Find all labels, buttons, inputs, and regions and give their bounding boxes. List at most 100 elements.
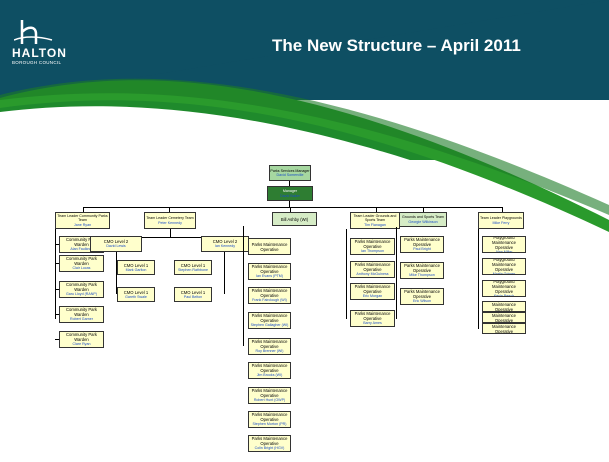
- box-community-warden-2-person: Clair Lucas: [72, 266, 91, 271]
- connector-horizontal: [83, 207, 503, 208]
- box-parks-operative-a3-title: Parks Maintenance Operative: [251, 288, 288, 299]
- connector-col1-branch: [55, 289, 59, 290]
- header-swoosh: [0, 0, 609, 160]
- box-community-warden-4-person: Robert Garner: [70, 317, 93, 322]
- box-cmo-right-1-person: Ian Kennedy: [214, 244, 236, 249]
- connector-col2-left-b1: [116, 267, 117, 268]
- box-community-warden-5-person: Clare Ryan: [72, 342, 91, 347]
- green-swoosh: [0, 78, 609, 233]
- connector-drop-3: [290, 207, 291, 212]
- box-parks-operative-a2-person: Ian Evans (PTM): [256, 274, 283, 279]
- box-parks-operative-b3-person: Eric Morgan: [362, 294, 383, 299]
- box-playground-operative-2-person: Martin Grimes: [492, 271, 516, 275]
- box-parks-operative-a1-title: Parks Maintenance Operative: [251, 241, 288, 252]
- box-head-playgrounds-title: Team Leader Playgrounds: [480, 216, 522, 221]
- connector-col2-right-vertical: [224, 252, 225, 294]
- connector-col1-branch: [55, 244, 59, 245]
- box-community-warden-1-title: Community Park Warden: [66, 237, 97, 248]
- box-parks-operative-b4-title: Parks Maintenance Operative: [354, 311, 391, 322]
- box-parks-operative-a7-title: Parks Maintenance Operative: [251, 388, 288, 399]
- connector-col5-vertical: [396, 227, 397, 319]
- box-parks-operative-a6-title: Parks Maintenance Operative: [251, 363, 288, 374]
- box-community-warden-5-title: Community Park Warden: [66, 332, 97, 343]
- box-head-grounds-sports-title: Team Leader Grounds and Sports Team: [353, 214, 397, 223]
- box-head-playgrounds-person: Mike Ferry: [492, 220, 510, 225]
- box-head-bill-ashby: Bill Ashby (WI): [272, 212, 317, 226]
- connector-drop-1: [83, 207, 84, 212]
- box-cmo-left-3-person: Gareth Swale: [125, 294, 147, 299]
- box-parks-operative-a1: Parks Maintenance Operative: [248, 238, 291, 255]
- box-parks-operative-c1-title: Parks Maintenance Operative: [404, 237, 440, 248]
- connector-col1-branch: [55, 339, 59, 340]
- connector-col2-drop: [170, 229, 171, 237]
- box-playground-operative-5-title: Playground Maintenance Operative: [492, 312, 516, 323]
- box-playground-operative-2-title: Playground Maintenance Operative: [492, 258, 516, 272]
- box-community-warden-4-title: Community Park Warden: [66, 307, 97, 318]
- box-parks-operative-b2-title: Parks Maintenance Operative: [354, 262, 391, 273]
- box-parks-operative-a4-title: Parks Maintenance Operative: [251, 313, 288, 324]
- box-cmo-left-1-title: CMO Level 2: [103, 239, 129, 245]
- box-community-warden-1-person: Alan Faulkner: [70, 247, 93, 252]
- connector-drop-4: [376, 207, 377, 212]
- box-head-bill-ashby-title: Bill Ashby (WI): [280, 216, 309, 222]
- box-parks-operative-c1-person: Paul Bright: [413, 247, 431, 252]
- box-playground-operative-6-title: Playground Maintenance Operative: [492, 323, 516, 334]
- box-parks-operative-a7-person: Robert Hunt (OWP): [253, 398, 286, 403]
- box-community-warden-3-person: Garu Lloyd (RANP): [66, 292, 97, 297]
- box-parks-operative-a2-title: Parks Maintenance Operative: [251, 264, 288, 275]
- box-head-grounds-sports-2-title: Grounds and Sports Team: [402, 215, 444, 220]
- box-playground-operative-1-person: Alan Miller: [495, 249, 513, 253]
- box-cmo-right-2-person: Stephen Rathbone: [178, 267, 208, 272]
- box-parks-services-manager-person: David Somerville: [276, 173, 304, 177]
- box-parks-operative-c3-title: Parks Maintenance Operative: [404, 289, 440, 300]
- box-parks-operative-b4-person: Barry Ames: [363, 321, 382, 326]
- connector-drop-2: [169, 207, 170, 212]
- box-parks-services-manager-title: Parks Services Manager: [270, 168, 310, 173]
- box-playground-operative-1-title: Playground Maintenance Operative: [492, 236, 516, 250]
- connector-col1-branch: [55, 263, 59, 264]
- box-playground-operative-5: Playground Maintenance OperativeCarl Hyl…: [482, 312, 526, 323]
- box-manager-title: Manager: [282, 189, 298, 194]
- logo-word: HALTON: [12, 46, 67, 60]
- box-parks-operative-b1-title: Parks Maintenance Operative: [354, 239, 391, 250]
- box-parks-operative-c2-title: Parks Maintenance Operative: [404, 263, 440, 274]
- box-cmo-right-3-title: CMO Level 1: [180, 289, 206, 295]
- box-parks-operative-b3-title: Parks Maintenance Operative: [354, 284, 391, 295]
- box-parks-operative-a9-title: Parks Maintenance Operative: [251, 436, 288, 447]
- box-community-warden-3-title: Community Park Warden: [66, 282, 97, 293]
- connector-col6-vertical: [478, 229, 479, 329]
- box-playground-operative-3-title: Playground Maintenance Operative: [492, 280, 516, 294]
- box-cmo-right-3-person: Paul Belton: [183, 294, 203, 299]
- box-head-cemetery-person: Peter Kennedy: [158, 220, 182, 225]
- logo-subtitle: BOROUGH COUNCIL: [12, 60, 62, 65]
- box-parks-operative-a8-title: Parks Maintenance Operative: [251, 412, 288, 423]
- connector-col1-vertical: [55, 229, 56, 319]
- box-parks-operative-a5-person: Roy Brenner (WI): [255, 349, 284, 354]
- box-parks-operative-c2-person: Mike Thompson: [409, 273, 435, 278]
